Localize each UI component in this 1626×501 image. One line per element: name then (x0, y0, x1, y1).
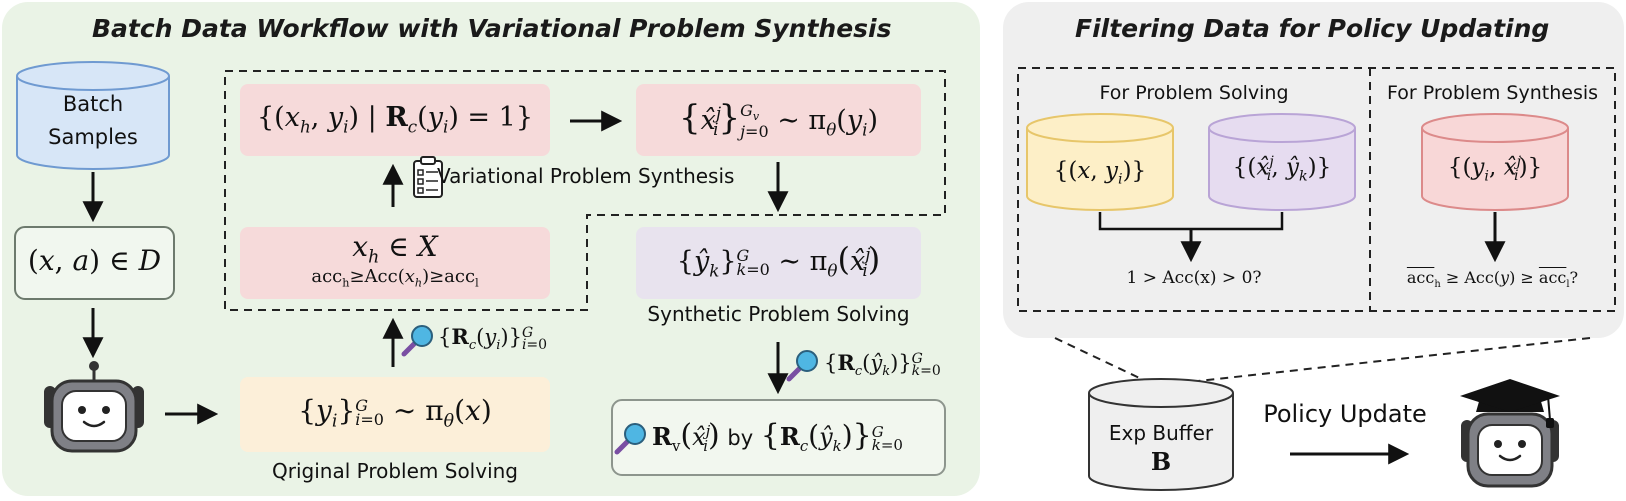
magnifier-icon (614, 423, 646, 455)
synth-solving-label: Synthetic Problem Solving (647, 302, 910, 326)
db-xy-expr: {(x, yi)} (1053, 158, 1147, 188)
synth-problems-box (636, 84, 921, 156)
cond-synthesis-expr: acch ≥ Acc(y) ≥ accl? (1406, 268, 1579, 291)
magnifier-icon (786, 350, 818, 382)
magnifier-icon (401, 325, 433, 357)
verify-by-word: by (727, 426, 754, 450)
hard-problem-top-expr: xh ∈ X (352, 230, 438, 268)
db-xhat-yhat-database-icon (1208, 113, 1356, 211)
verify-box (611, 399, 946, 476)
variational-region-outline (224, 70, 946, 311)
graduate-robot-icon (1460, 379, 1560, 488)
synthesis-heading: For Problem Synthesis (1386, 82, 1599, 104)
batch-samples-line2: Samples (48, 125, 138, 149)
batch-samples-line1: Batch (62, 92, 124, 116)
cond-solving-expr: 1 > Acc(x) > 0? (1126, 268, 1262, 288)
db-y-xhat-expr: {(yi, x̂ji)} (1447, 154, 1543, 185)
zoom-line-left (1054, 337, 1151, 384)
exp-buffer-database-icon (1088, 378, 1234, 491)
robot-icon (44, 361, 144, 453)
db-xhat-yhat-expr: {(x̂ji, ŷk)} (1232, 154, 1332, 185)
right-panel-title: Filtering Data for Policy Updating (1075, 14, 1550, 43)
dataset-box (14, 226, 175, 300)
filtering-box-outline (1017, 67, 1616, 312)
clipboard-icon (413, 156, 443, 198)
left-panel-title: Batch Data Workflow with Variational Pro… (92, 14, 892, 43)
buffer-label: Exp Buffer (1108, 421, 1214, 445)
batch-samples-database-icon (16, 61, 170, 170)
db-xy-database-icon (1026, 113, 1174, 211)
buffer-symbol: B (1150, 447, 1172, 476)
hard-problem-bottom-expr: acch≥Acc(xh)≥accl (311, 266, 479, 290)
filtered-correct-expr: {(xh, yi) | Rc(yi) = 1} (256, 102, 533, 137)
variational-label: Variational Problem Synthesis (437, 164, 735, 188)
solving-heading: For Problem Solving (1099, 82, 1289, 104)
db-y-xhat-database-icon (1421, 113, 1569, 211)
batch-samples-label: Batch Samples (17, 88, 169, 154)
dataset-expr: (x, a) ∈ D (27, 244, 162, 277)
orig-solutions-box (240, 377, 550, 452)
hard-problem-box (240, 227, 550, 299)
synth-answers-box (636, 227, 921, 299)
zoom-line-right (1179, 337, 1591, 384)
filtered-correct-box (240, 84, 550, 156)
orig-solving-label: Qriginal Problem Solving (272, 459, 518, 483)
policy-update-label: Policy Update (1263, 400, 1427, 428)
